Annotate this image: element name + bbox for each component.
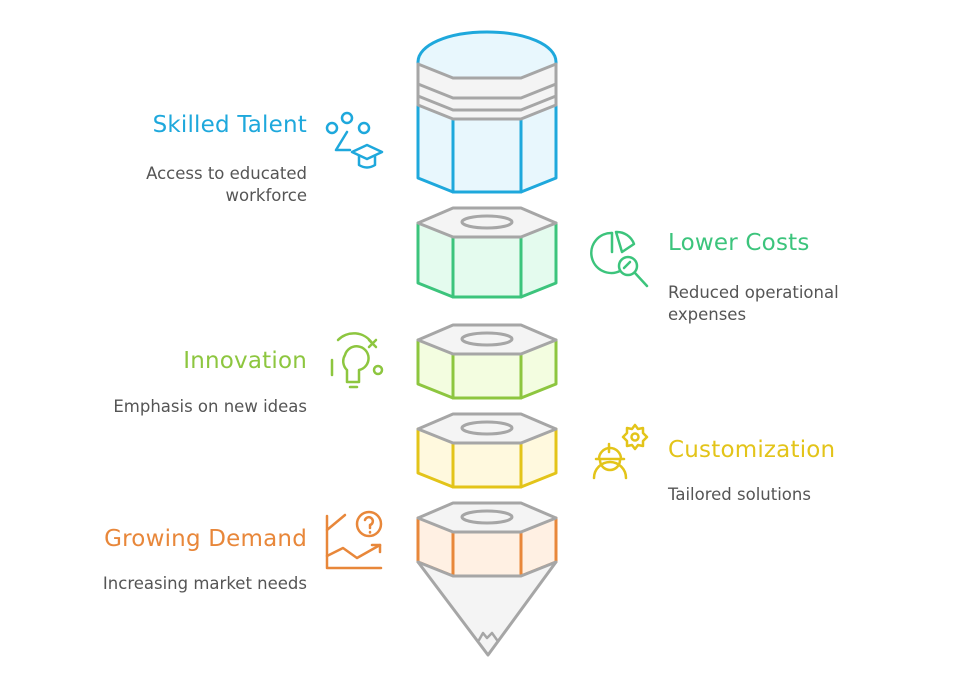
- desc-line: Access to educated: [146, 164, 307, 183]
- growing-demand-title: Growing Demand: [104, 526, 307, 552]
- pencil-segment-growing-demand: [416, 501, 558, 578]
- desc-line: workforce: [225, 186, 307, 205]
- customization-desc: Tailored solutions: [668, 485, 811, 504]
- worker-gear-icon: [592, 423, 649, 480]
- customization-title: Customization: [668, 437, 836, 463]
- lower-costs-desc: Reduced operational expenses: [668, 282, 839, 326]
- lower-costs-title: Lower Costs: [668, 230, 810, 256]
- growth-chart-question-icon: [325, 510, 383, 570]
- desc-line: expenses: [668, 305, 747, 324]
- skilled-talent-title: Skilled Talent: [152, 112, 307, 138]
- growing-demand-desc: Increasing market needs: [102, 574, 307, 593]
- pencil-segment-innovation: [416, 323, 558, 400]
- desc-line: Reduced operational: [668, 283, 839, 302]
- innovation-title: Innovation: [183, 348, 307, 374]
- pencil-segment-lower-costs: [416, 206, 558, 299]
- people-graduation-cap-icon: [325, 111, 384, 169]
- pie-chart-magnifier-icon: [590, 230, 649, 288]
- innovation-desc: Emphasis on new ideas: [113, 397, 307, 416]
- pencil-segment-customization: [416, 412, 558, 489]
- skilled-talent-desc: Access to educated workforce: [146, 163, 307, 207]
- lightbulb-icon: [330, 332, 384, 389]
- pencil-eraser-segment: [416, 30, 558, 194]
- pencil-tip: [416, 560, 558, 657]
